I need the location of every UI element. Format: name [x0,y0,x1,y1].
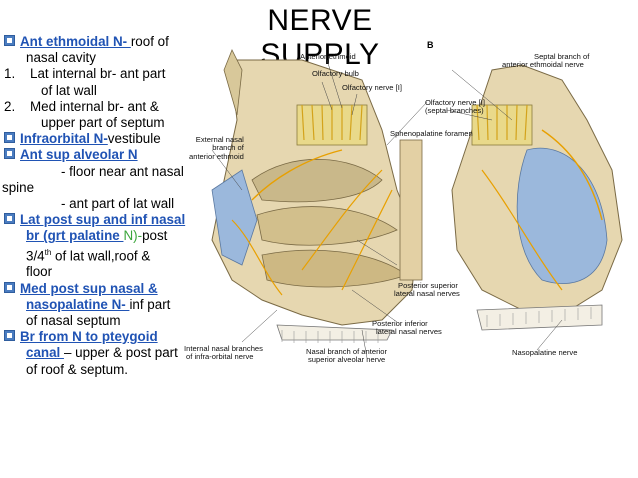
item-text: spine [2,179,35,195]
label-nasopalatine: Nasopalatine nerve [512,348,578,357]
list-item: Lat post sup and inf nasal [4,212,212,228]
nerve-list: Ant ethmoidal N- roof of nasal cavity 1.… [2,34,212,378]
label-septal-branch: Septal branch of anterior ethmoidal nerv… [502,52,590,70]
list-item: Infraorbital N-vestibule [4,131,212,147]
label-internal-nasal: Internal nasal branches of infra-orbital… [184,344,263,362]
item-number: 2. [4,98,16,114]
label-olfactory-septal: Olfactory nerve [I] (septal branches) [425,98,485,116]
item-text: nasal cavity [26,50,96,66]
septum-illustration [451,64,623,331]
slide-title: NERVE SUPPLY [260,4,380,71]
item-text-green: N)- [123,228,143,244]
superscript: th [44,247,52,257]
label-sphenopalatine-foramen: Sphenopalatine foramen [390,129,473,138]
list-item: 2. Med internal br- ant & [4,99,212,115]
item-text: 3/4 [26,248,45,264]
item-text: - ant part of lat wall [61,196,175,212]
item-text: vestibule [107,131,161,147]
item-text: of nasal septum [26,312,121,328]
item-text: - floor near ant nasal [61,163,184,179]
checkbox-bullet-icon [4,330,15,342]
checkbox-bullet-icon [4,35,15,46]
link-pterygoid[interactable]: Br from N to pteygoid [20,329,158,345]
list-item: Ant sup alveolar N [4,147,212,163]
label-olfactory-bulb: Olfactory bulb [312,69,359,78]
lateral-wall-illustration [211,49,423,343]
item-text: Med internal br- ant & [30,98,159,114]
item-text: of lat wall,roof & [51,248,151,264]
checkbox-bullet-icon [4,148,15,160]
checkbox-bullet-icon [4,213,15,225]
list-item: Br from N to pteygoid [4,329,212,345]
nasal-nerve-diagram: B Anterior ethmoid Olfactory bulb Olfact… [182,40,638,405]
link-nasopalatine[interactable]: nasopalatine N- [26,296,130,312]
checkbox-bullet-icon [4,281,15,293]
item-text: floor [26,264,53,280]
list-item: 1. Lat internal br- ant part [4,66,212,82]
label-nasal-branch: Nasal branch of anterior superior alveol… [306,347,388,365]
item-number: 1. [4,66,16,82]
item-text: – upper & post part [63,345,178,361]
item-text: roof of [130,34,169,49]
item-text: of lat wall [41,82,97,98]
label-post-inf-lateral: Posterior inferior lateral nasal nerves [372,319,442,337]
item-text: inf part [129,296,171,312]
label-external-nasal: External nasal branch of anterior ethmoi… [189,135,244,161]
link-canal[interactable]: canal [26,345,64,361]
panel-label-b: B [427,40,434,50]
label-anterior-ethmoid: Anterior ethmoid [300,52,356,61]
link-ant-sup-alveolar[interactable]: Ant sup alveolar N [20,147,138,163]
link-grt-palatine[interactable]: br (grt palatine [26,228,124,244]
label-olfactory-nerve: Olfactory nerve [I] [342,83,402,92]
item-text: of roof & septum. [26,361,128,377]
list-item: Ant ethmoidal N- roof of [4,34,212,50]
link-med-post-sup[interactable]: Med post sup nasal & [20,280,158,296]
label-post-sup-lateral: Posterior superior lateral nasal nerves [394,281,460,299]
link-ant-ethmoidal[interactable]: Ant ethmoidal N- [20,34,131,49]
item-text: Lat internal br- ant part [30,66,166,82]
link-lat-post-sup[interactable]: Lat post sup and inf nasal [20,212,186,228]
anatomy-illustration [211,49,623,359]
checkbox-bullet-icon [4,132,15,144]
item-text: post [142,228,168,244]
link-infraorbital[interactable]: Infraorbital N- [20,131,108,147]
list-item: Med post sup nasal & [4,281,212,297]
item-text: upper part of septum [41,115,165,131]
